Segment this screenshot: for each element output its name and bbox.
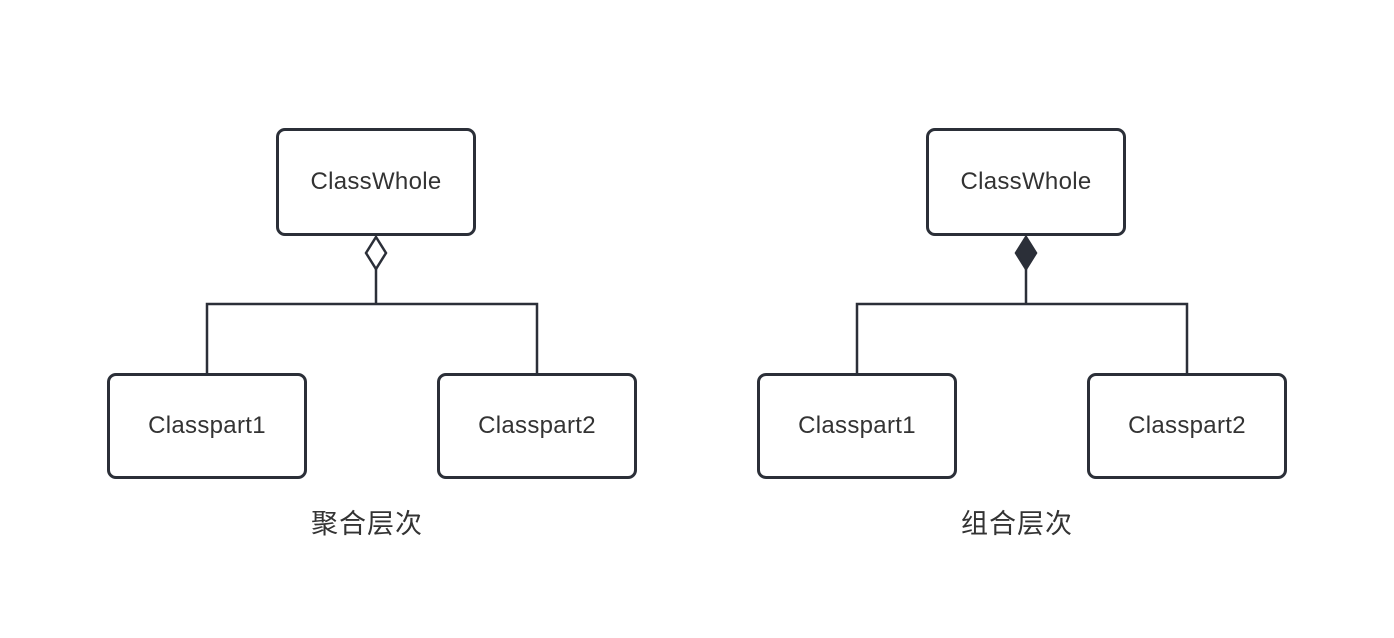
aggregation-classpart2-label: Classpart2 xyxy=(478,412,596,439)
aggregation-classwhole-box: ClassWhole xyxy=(276,128,476,236)
aggregation-classpart1-box: Classpart1 xyxy=(107,373,307,479)
composition-caption: 组合层次 xyxy=(961,509,1073,539)
aggregation-classpart1-label: Classpart1 xyxy=(148,412,266,439)
composition-classpart1-label: Classpart1 xyxy=(798,412,916,439)
composition-classwhole-label: ClassWhole xyxy=(960,168,1092,195)
composition-connectors xyxy=(855,234,1189,374)
aggregation-connectors xyxy=(205,234,539,374)
composition-classpart2-box: Classpart2 xyxy=(1087,373,1287,479)
aggregation-classwhole-label: ClassWhole xyxy=(310,168,442,195)
aggregation-diamond-icon xyxy=(364,234,388,272)
composition-classpart1-box: Classpart1 xyxy=(757,373,957,479)
composition-classpart2-label: Classpart2 xyxy=(1128,412,1246,439)
aggregation-classpart2-box: Classpart2 xyxy=(437,373,637,479)
composition-diamond-icon xyxy=(1014,234,1038,272)
composition-classwhole-box: ClassWhole xyxy=(926,128,1126,236)
aggregation-branch-line xyxy=(205,302,539,374)
aggregation-caption: 聚合层次 xyxy=(311,509,423,539)
composition-branch-line xyxy=(855,302,1189,374)
